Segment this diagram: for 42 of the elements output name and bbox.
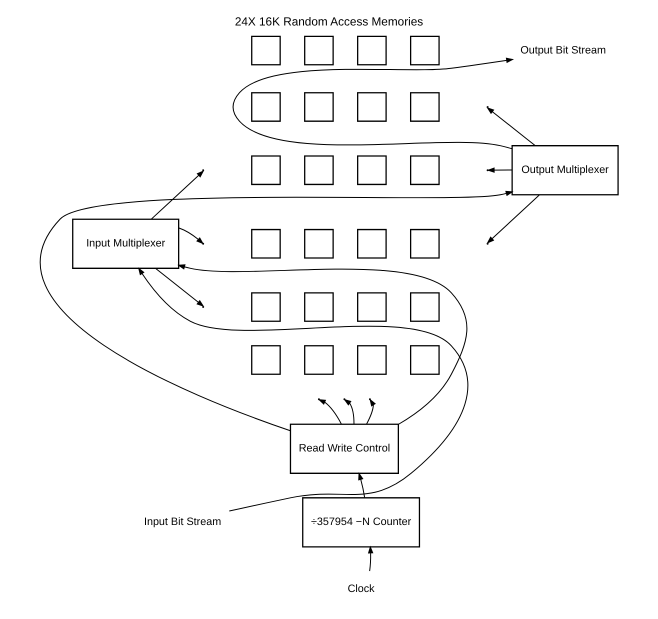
- node-box: [357, 92, 387, 122]
- arrow: [150, 170, 204, 220]
- node-text: Output Bit Stream: [520, 44, 606, 56]
- node-box: [251, 228, 281, 259]
- node-box: [357, 228, 387, 259]
- node-box: [304, 292, 334, 322]
- node-box: [251, 155, 281, 186]
- arrow: [138, 267, 468, 512]
- node-box: [357, 155, 387, 186]
- node-box: [304, 92, 334, 122]
- node-box: [251, 292, 281, 322]
- node-box: [357, 345, 387, 375]
- arrow: [177, 264, 468, 425]
- node-box: [251, 92, 281, 122]
- node-text: Clock: [348, 582, 375, 595]
- node-box: Input Multiplexer: [72, 218, 180, 269]
- arrow: [40, 190, 514, 432]
- node-box: [410, 155, 440, 186]
- node-box: [304, 228, 334, 259]
- node-box: [410, 228, 440, 259]
- node-box: [304, 345, 334, 375]
- arrow: [368, 546, 374, 572]
- node-box: [357, 292, 387, 322]
- node-box: [410, 345, 440, 375]
- node-box: [357, 36, 387, 66]
- arrow: [486, 194, 540, 244]
- arrow: [155, 268, 204, 307]
- arrow: [358, 472, 366, 498]
- diagram-title: 24X 16K Random Access Memories: [234, 16, 424, 29]
- node-box: Read Write Control: [290, 424, 399, 474]
- node-box: [251, 345, 281, 375]
- node-box: [410, 292, 440, 322]
- arrow: [232, 58, 514, 150]
- node-box: [410, 92, 440, 122]
- node-box: [410, 36, 440, 66]
- node-box: [304, 155, 334, 186]
- node-box: Output Multiplexer: [512, 145, 619, 196]
- node-box: [304, 36, 334, 66]
- node-box: [251, 36, 281, 66]
- arrow: [486, 107, 536, 146]
- node-box: ÷357954 −N Counter: [302, 497, 420, 548]
- node-text: Input Bit Stream: [144, 516, 222, 528]
